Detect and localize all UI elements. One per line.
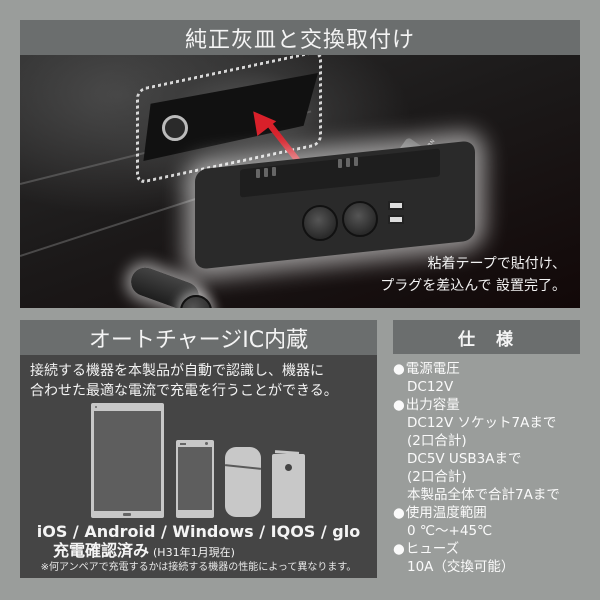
photo-caption: 粘着テープで貼付け、 プラグを差込んで 設置完了。 (380, 253, 566, 297)
spec-list: 電源電圧 DC12V 出力容量 DC12V ソケット7Aまで (2口合計) DC… (393, 360, 593, 576)
spec-label: 電源電圧 (393, 360, 593, 378)
spec-label: 出力容量 (393, 396, 593, 414)
socket-icon (342, 201, 378, 237)
spec-label: ヒューズ (393, 540, 593, 558)
description-line: 接続する機器を本製品が自動で認識し、機器に (30, 363, 324, 379)
confirmed-date: (H31年1月現在) (153, 546, 235, 559)
iqos-icon (224, 447, 262, 517)
spec-item-fuse: ヒューズ 10A（交換可能） (393, 540, 593, 576)
description-line: 合わせた最適な電流で充電を行うことができる。 (30, 383, 338, 399)
usb-port-icon (388, 215, 404, 224)
spec-item-output: 出力容量 DC12V ソケット7Aまで (2口合計) DC5V USB3Aまで … (393, 396, 593, 504)
spec-value: (2口合計) (407, 469, 467, 485)
glo-icon (272, 450, 305, 518)
confirmed-text: 充電確認済み (53, 541, 150, 560)
spec-value: (2口合計) (407, 433, 467, 449)
spec-label: 使用温度範囲 (393, 504, 593, 522)
spec-title: 仕 様 (393, 320, 580, 354)
usb-port-icon (388, 201, 404, 210)
caption-line: プラグを差込んで 設置完了。 (380, 278, 566, 294)
feature-description: 接続する機器を本製品が自動で認識し、機器に 合わせた最適な電流で充電を行うことが… (20, 355, 377, 401)
feature-title: オートチャージIC内蔵 (20, 320, 377, 355)
top-section-title: 純正灰皿と交換取付け (20, 20, 580, 55)
vent-icon (256, 169, 260, 178)
device-icons (20, 400, 377, 520)
dashboard-edge (20, 193, 211, 257)
spec-item-temperature: 使用温度範囲 0 ℃〜+45℃ (393, 504, 593, 540)
spec-value: 本製品全体で合計7Aまで (407, 487, 560, 503)
spec-value: 10A（交換可能） (407, 559, 515, 575)
footnote: ※何アンペアで充電するかは接続する機器の性能によって異なります。 (40, 562, 357, 573)
tablet-icon (91, 403, 164, 518)
existing-socket (162, 115, 188, 141)
spec-value: DC5V USB3Aまで (407, 451, 522, 467)
vent-icon (338, 159, 342, 168)
feature-panel: オートチャージIC内蔵 接続する機器を本製品が自動で認識し、機器に 合わせた最適… (20, 320, 377, 578)
confirmed-label: 充電確認済み(H31年1月現在) (53, 541, 235, 562)
spec-value: DC12V (407, 379, 454, 395)
vent-icon (354, 157, 358, 166)
product-install-photo: PRESS BUTTON & TURN 粘着テープで貼付け、 プラグを差込んで … (20, 55, 580, 308)
vent-icon (264, 168, 268, 177)
spec-value: DC12V ソケット7Aまで (407, 415, 557, 431)
spec-item-power: 電源電圧 DC12V (393, 360, 593, 396)
compatible-devices: iOS / Android / Windows / IQOS / glo (36, 522, 361, 541)
vent-icon (346, 158, 350, 167)
socket-icon (302, 205, 338, 241)
spec-value: 0 ℃〜+45℃ (407, 523, 493, 539)
caption-line: 粘着テープで貼付け、 (427, 256, 566, 272)
vent-icon (272, 167, 276, 176)
smartphone-icon (176, 440, 214, 518)
